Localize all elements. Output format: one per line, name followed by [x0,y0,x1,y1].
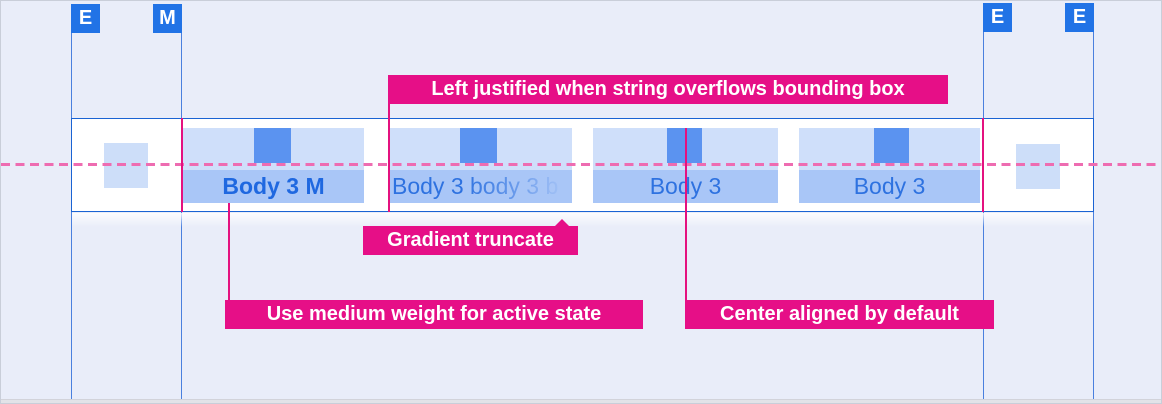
medium-weight-annotation: Use medium weight for active state [225,300,643,329]
gradient-truncate-annotation: Gradient truncate [363,219,578,255]
left-justified-annotation: Left justified when string overflows bou… [388,75,948,104]
tab-label-text: Body 3 [853,173,926,199]
center-aligned-leader-line [685,128,687,300]
guide-line-left-edge [71,33,72,401]
spacing-marker-e-right: E [1065,3,1094,32]
trailing-icon-placeholder[interactable] [1016,144,1060,189]
tab-icon-placeholder [460,128,497,163]
marker-letter: E [1072,6,1087,28]
tab-bar-glow [72,213,1093,227]
baseline-dashed-line [1,163,1161,166]
tab-label-text: Body 3 M [222,173,325,199]
tab-icon-placeholder [667,128,702,163]
tab-icon-placeholder [254,128,291,163]
spacing-marker-e-trailing: E [983,3,1012,32]
tab-start-leader-line [181,118,183,212]
guide-line-right-edge [1093,32,1094,401]
window-bottom-edge [1,399,1161,403]
tab-truncated-label[interactable]: Body 3 body 3 b [390,170,572,203]
marker-letter: E [990,6,1005,28]
spacing-marker-e-left: E [71,4,100,33]
left-justified-leader-line [388,104,390,212]
tab-end-leader-line [982,118,984,212]
tab-active-label[interactable]: Body 3 M [183,170,364,203]
annotation-text: Gradient truncate [387,229,554,251]
gradient-truncate-fade [462,170,572,203]
medium-weight-leader-line [228,203,230,300]
spacing-marker-m: M [153,4,182,33]
caret-up-icon [554,219,570,227]
annotation-text: Use medium weight for active state [266,303,602,325]
annotation-text: Center aligned by default [720,303,959,325]
annotation-text: Left justified when string overflows bou… [431,78,905,100]
center-aligned-annotation: Center aligned by default [685,300,994,329]
marker-letter: E [78,7,93,29]
marker-letter: M [159,7,176,29]
tab-default-label[interactable]: Body 3 [799,170,980,203]
tab-icon-placeholder [874,128,909,163]
